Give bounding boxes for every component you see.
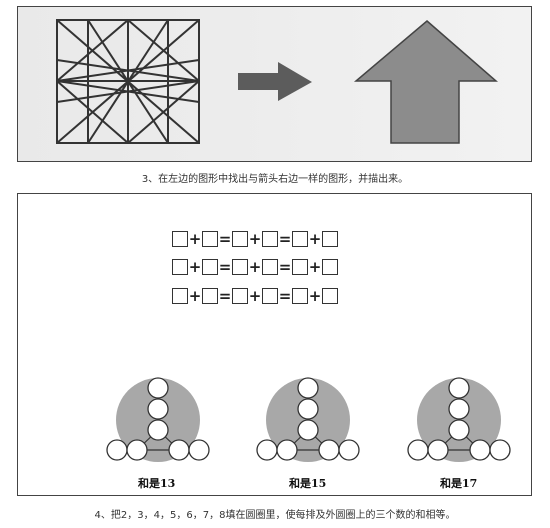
figure-3-label: 和是17 <box>440 477 478 490</box>
answer-circle[interactable] <box>407 439 429 461</box>
plus-sign: + <box>308 258 322 276</box>
answer-box[interactable] <box>322 231 338 247</box>
plus-sign: + <box>188 287 202 305</box>
answer-circle[interactable] <box>276 439 298 461</box>
grid-d12 <box>56 80 200 103</box>
problem4-caption: 4、把2，3，4，5，6，7，8填在圆圈里，使每排及外圆圈上的三个数的和相等。 <box>94 510 456 521</box>
grid-d5 <box>56 80 129 144</box>
answer-box[interactable] <box>292 288 308 304</box>
grid-d11 <box>56 59 200 82</box>
answer-circle[interactable] <box>147 377 169 399</box>
answer-box[interactable] <box>202 259 218 275</box>
answer-circle[interactable] <box>297 419 319 441</box>
answer-circle[interactable] <box>427 439 449 461</box>
plus-sign: + <box>188 230 202 248</box>
plus-sign: + <box>248 258 262 276</box>
plus-sign: + <box>308 287 322 305</box>
answer-box[interactable] <box>172 259 188 275</box>
answer-circle[interactable] <box>168 439 190 461</box>
answer-circle[interactable] <box>448 398 470 420</box>
right-arrow-icon <box>238 62 312 101</box>
equals-sign: = <box>218 287 232 305</box>
answer-box[interactable] <box>172 231 188 247</box>
answer-box[interactable] <box>232 259 248 275</box>
answer-circle[interactable] <box>338 439 360 461</box>
grid-d8 <box>87 19 169 144</box>
answer-box[interactable] <box>232 231 248 247</box>
answer-box[interactable] <box>322 259 338 275</box>
answer-box[interactable] <box>172 288 188 304</box>
grid-d6 <box>127 80 200 144</box>
plus-sign: + <box>308 230 322 248</box>
answer-circle[interactable] <box>147 419 169 441</box>
equals-sign: = <box>278 287 292 305</box>
answer-box[interactable] <box>232 288 248 304</box>
equals-sign: = <box>218 258 232 276</box>
equation-row-1: + = + = + <box>172 229 338 249</box>
answer-circle[interactable] <box>469 439 491 461</box>
answer-box[interactable] <box>322 288 338 304</box>
answer-circle[interactable] <box>489 439 511 461</box>
target-shape <box>353 20 499 144</box>
answer-circle[interactable] <box>448 419 470 441</box>
answer-box[interactable] <box>292 231 308 247</box>
answer-box[interactable] <box>262 288 278 304</box>
equals-sign: = <box>218 230 232 248</box>
figure-1-label: 和是13 <box>138 477 176 490</box>
answer-box[interactable] <box>262 259 278 275</box>
answer-circle[interactable] <box>297 377 319 399</box>
answer-circle[interactable] <box>448 377 470 399</box>
grid-d4 <box>127 19 200 82</box>
answer-circle[interactable] <box>188 439 210 461</box>
answer-circle[interactable] <box>147 398 169 420</box>
problem3-caption: 3、在左边的图形中找出与箭头右边一样的图形，并描出来。 <box>141 174 409 185</box>
answer-circle[interactable] <box>126 439 148 461</box>
equals-sign: = <box>278 258 292 276</box>
answer-circle[interactable] <box>106 439 128 461</box>
grid-d3 <box>56 19 129 82</box>
answer-box[interactable] <box>292 259 308 275</box>
plus-sign: + <box>188 258 202 276</box>
figure-3 <box>407 377 511 462</box>
answer-box[interactable] <box>262 231 278 247</box>
figure-2 <box>256 377 360 462</box>
answer-box[interactable] <box>202 231 218 247</box>
plus-sign: + <box>248 287 262 305</box>
grid-figure <box>56 19 200 144</box>
equals-sign: = <box>278 230 292 248</box>
figure-1 <box>106 377 210 462</box>
answer-circle[interactable] <box>318 439 340 461</box>
equation-row-3: + = + = + <box>172 286 338 306</box>
equation-row-2: + = + = + <box>172 257 338 277</box>
figure-2-label: 和是15 <box>289 477 327 490</box>
answer-circle[interactable] <box>297 398 319 420</box>
answer-circle[interactable] <box>256 439 278 461</box>
plus-sign: + <box>248 230 262 248</box>
answer-box[interactable] <box>202 288 218 304</box>
